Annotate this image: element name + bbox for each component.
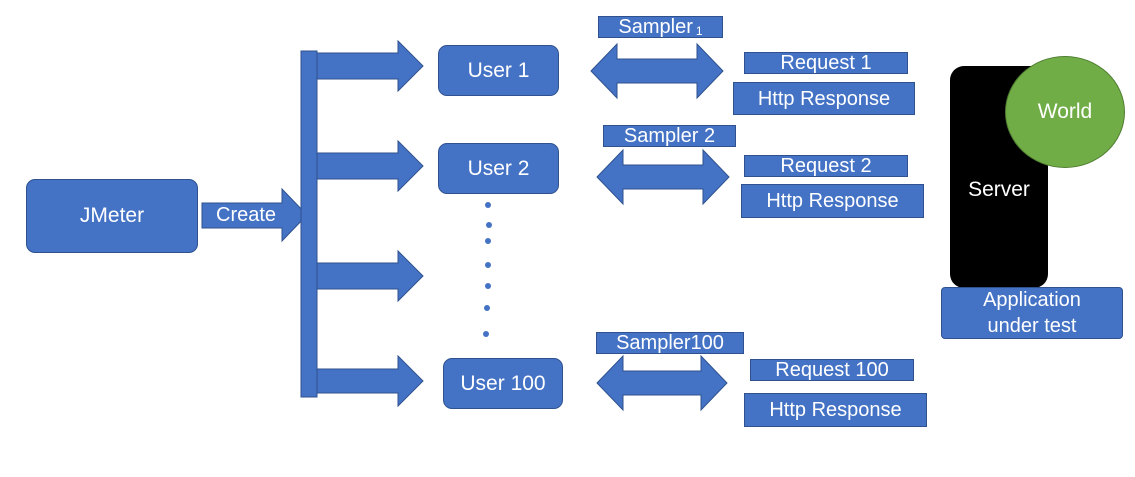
jmeter-label: JMeter: [79, 204, 145, 227]
dot: [484, 305, 490, 311]
user-2-label: User 2: [467, 156, 530, 180]
sampler-1-subscript: 1: [695, 24, 703, 38]
user-2-box: User 2: [438, 143, 559, 194]
response-2-text: Http Response: [766, 190, 899, 212]
distribution-bar: [300, 50, 318, 398]
sampler-100-label: Sampler100: [596, 332, 744, 354]
app-line1: Application: [983, 289, 1081, 311]
create-label: Create: [216, 204, 277, 226]
response-2-label: Http Response: [741, 184, 924, 218]
jmeter-box: JMeter: [26, 179, 198, 253]
double-arrow-100: [596, 354, 728, 412]
sampler-100-text: Sampler100: [616, 332, 724, 354]
request-1-text: Request 1: [780, 52, 872, 74]
user-100-label: User 100: [460, 371, 546, 395]
response-1-label: Http Response: [733, 82, 915, 115]
user-100-box: User 100: [443, 358, 563, 409]
response-100-label: Http Response: [744, 393, 927, 427]
request-2-label: Request 2: [744, 155, 908, 177]
app-line2: under test: [987, 315, 1077, 337]
sampler-2-label: Sampler 2: [603, 125, 736, 147]
world-circle: World: [1005, 56, 1125, 168]
user-1-label: User 1: [467, 58, 530, 82]
branch-arrow-middle: [316, 249, 424, 303]
dot: [485, 202, 491, 208]
world-label: World: [1037, 100, 1093, 123]
dot: [483, 331, 489, 337]
branch-arrow-user100: [316, 354, 424, 408]
user-1-box: User 1: [438, 45, 559, 96]
dot: [486, 222, 492, 228]
sampler-1-text: Sampler: [618, 16, 693, 38]
double-arrow-2: [596, 148, 730, 206]
dot: [485, 283, 491, 289]
dot: [485, 238, 491, 244]
response-1-text: Http Response: [757, 87, 891, 110]
double-arrow-1: [590, 42, 724, 100]
response-100-text: Http Response: [769, 399, 902, 421]
request-1-label: Request 1: [744, 52, 908, 74]
create-arrow: [201, 187, 308, 243]
sampler-2-text: Sampler 2: [623, 125, 716, 147]
branch-arrow-user1: [316, 39, 424, 93]
request-2-text: Request 2: [780, 155, 872, 177]
application-under-test-box: Application under test: [941, 287, 1123, 339]
branch-arrow-user2: [316, 139, 424, 193]
request-100-text: Request 100: [775, 359, 889, 381]
request-100-label: Request 100: [750, 359, 914, 381]
server-label: Server: [968, 178, 1030, 201]
dot: [485, 262, 491, 268]
